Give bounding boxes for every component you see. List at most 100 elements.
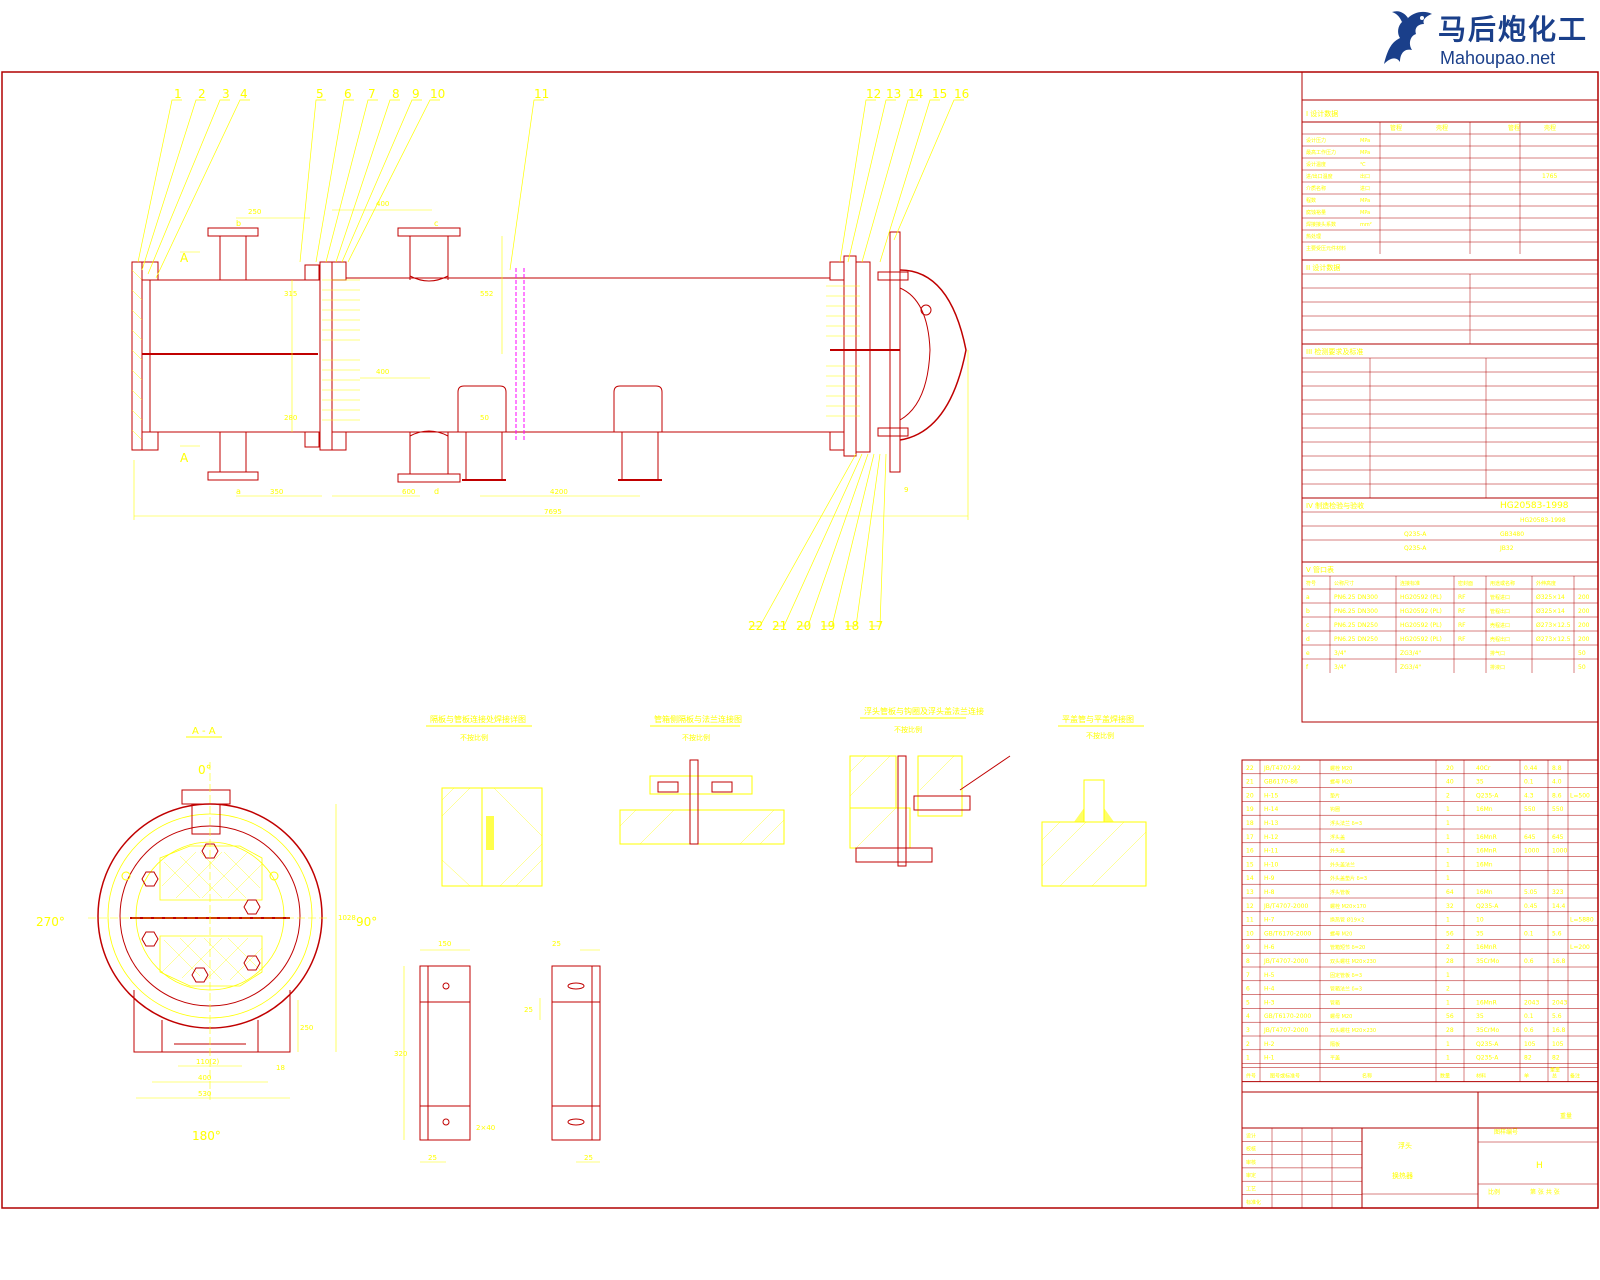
- bom-item-no: 16: [1246, 848, 1254, 855]
- bom-name: 双头螺柱 M20×230: [1330, 958, 1376, 965]
- spec-param-label: 程数: [1306, 197, 1316, 204]
- bom-unit-weight: 0.44: [1524, 765, 1538, 772]
- bom-qty: 1: [1446, 848, 1450, 855]
- bom-unit-weight: 0.45: [1524, 903, 1538, 910]
- dim-9: 9: [904, 486, 908, 494]
- main-view-dim-text: 250 400 400 600 4200 7695 350 315 280 55…: [248, 200, 908, 516]
- callout-leaders-top: [137, 99, 964, 279]
- bom-total-weight: 16.8: [1552, 958, 1566, 965]
- detail-partition-weld: 隔板与管板连接处焊接详图 不按比例: [426, 714, 543, 887]
- bom-material: Q235-A: [1476, 903, 1499, 910]
- saddle1-height: 320: [394, 1050, 407, 1058]
- bom-unit-weight: 0.6: [1524, 1027, 1534, 1034]
- bom-unit-weight: 550: [1524, 806, 1536, 813]
- callout-11: 11: [534, 87, 549, 101]
- callout-4: 4: [240, 87, 248, 101]
- saddle-detail-right: 25 25 25: [524, 940, 601, 1163]
- spec-material-std: JB32: [1499, 545, 1514, 552]
- bom-material: 16MnR: [1476, 834, 1497, 841]
- bom-unit-weight: 0.1: [1524, 1013, 1534, 1020]
- nozzle-symbol: b: [1306, 608, 1310, 615]
- bom-total-weight: 14.4: [1552, 903, 1566, 910]
- spec-param-label: 设计温度: [1306, 161, 1326, 168]
- section-mark-a-top: A: [180, 251, 189, 265]
- nozzle-height: 200: [1578, 622, 1590, 629]
- bom-name: 螺母 M20: [1330, 779, 1352, 786]
- bom-material: 35CrMo: [1476, 1027, 1499, 1034]
- nozzle-face: RF: [1458, 608, 1466, 615]
- bom-name: 管箱: [1330, 999, 1340, 1006]
- bom-code: H-13: [1264, 820, 1278, 827]
- spec-param-unit: ℃: [1360, 162, 1366, 168]
- dim-400-mid: 400: [376, 368, 389, 376]
- nozzle-standard: HG20592 (PL): [1400, 594, 1442, 601]
- spec-header-col: 壳程: [1436, 124, 1448, 132]
- section-mark-a-bottom: A: [180, 451, 189, 465]
- bom-total-weight: 5.6: [1552, 1013, 1562, 1020]
- callout-18: 18: [844, 619, 859, 633]
- nozzle-size: 3/4": [1334, 664, 1347, 671]
- bom-material: 16MnR: [1476, 848, 1497, 855]
- detail2-title: 管箱侧隔板与法兰连接图: [654, 714, 742, 724]
- detail1-scale: 不按比例: [460, 733, 488, 742]
- nozzle-symbol: d: [1306, 636, 1310, 643]
- bom-qty: 1: [1446, 820, 1450, 827]
- bom-qty: 56: [1446, 930, 1454, 937]
- nozzle-use: 壳程出口: [1490, 636, 1510, 643]
- bom-total-weight: 2043: [1552, 999, 1567, 1006]
- bom-item-no: 2: [1246, 1041, 1250, 1048]
- spec-param-unit: 进口: [1360, 185, 1370, 192]
- nozzle-height: 200: [1578, 608, 1590, 615]
- bom-code: GB/T6170-2000: [1264, 1013, 1311, 1020]
- title-block-row-label: 标准化: [1246, 1199, 1261, 1206]
- bom-name: 隔板: [1330, 1041, 1340, 1048]
- bom-code: H-11: [1264, 848, 1278, 855]
- bom-qty: 1: [1446, 999, 1450, 1006]
- sec-dim-18: 18: [276, 1064, 285, 1072]
- detail-channel-flange: 管箱侧隔板与法兰连接图 不按比例: [619, 714, 785, 845]
- bom-unit-weight: 5.05: [1524, 889, 1538, 896]
- bom-total-label: 重量: [1550, 1067, 1560, 1074]
- bom-qty: 2: [1446, 792, 1450, 799]
- nozzle-standard: ZG3/4": [1400, 650, 1421, 657]
- bom-item-no: 20: [1246, 792, 1254, 799]
- bom-name: 螺母 M20: [1330, 1013, 1352, 1020]
- bom-qty: 1: [1446, 861, 1450, 868]
- bom-material: 10: [1476, 917, 1484, 924]
- callout-7: 7: [368, 87, 376, 101]
- title-block-row-label: 审定: [1246, 1172, 1256, 1179]
- bom-code: H-3: [1264, 999, 1275, 1006]
- nozzle-height: 200: [1578, 594, 1590, 601]
- bom-name: 固定管板 δ=3: [1330, 972, 1362, 979]
- bom-item-no: 10: [1246, 930, 1254, 937]
- section-arrows: A A b c d a: [180, 219, 439, 496]
- bom-material: Q235-A: [1476, 792, 1499, 799]
- main-elevation-view: [131, 227, 967, 483]
- bom-name: 管箱法兰 δ=3: [1330, 986, 1362, 993]
- spec-param-label: 介质名称: [1306, 185, 1326, 192]
- dim-600: 600: [402, 488, 415, 496]
- bom-name: 钩圈: [1330, 806, 1340, 813]
- bom-name: 换热管 Ø19×2: [1330, 917, 1364, 924]
- bom-code: H-9: [1264, 875, 1275, 882]
- bom-material: Q235-A: [1476, 1041, 1499, 1048]
- detail-floating-head: 浮头管板与钩圈及浮头盖法兰连接 不按比例: [849, 706, 1011, 867]
- angle-180: 180°: [192, 1129, 221, 1143]
- bom-header: 总: [1552, 1073, 1557, 1080]
- bom-header: 材料: [1476, 1073, 1486, 1080]
- detail1-title: 隔板与管板连接处焊接详图: [430, 714, 526, 724]
- logo-english-text: Mahoupao.net: [1440, 48, 1556, 68]
- bom-unit-weight: 82: [1524, 1055, 1532, 1062]
- callout-numbers-bottom: 22 21 20 19 18 17: [748, 619, 883, 633]
- bom-total-weight: 8.8: [1552, 765, 1562, 772]
- nozzle-label-d: d: [434, 487, 439, 496]
- bom-code: JB/T4707-2000: [1263, 903, 1308, 910]
- title-right-b: H: [1536, 1161, 1543, 1171]
- bom-unit-weight: 2043: [1524, 999, 1539, 1006]
- nozzle-label-c: c: [434, 219, 438, 228]
- nozzle-header: 密封面: [1458, 580, 1473, 587]
- bom-item-no: 4: [1246, 1013, 1250, 1020]
- bom-qty: 2: [1446, 944, 1450, 951]
- spec-param-unit: MPa: [1360, 150, 1370, 156]
